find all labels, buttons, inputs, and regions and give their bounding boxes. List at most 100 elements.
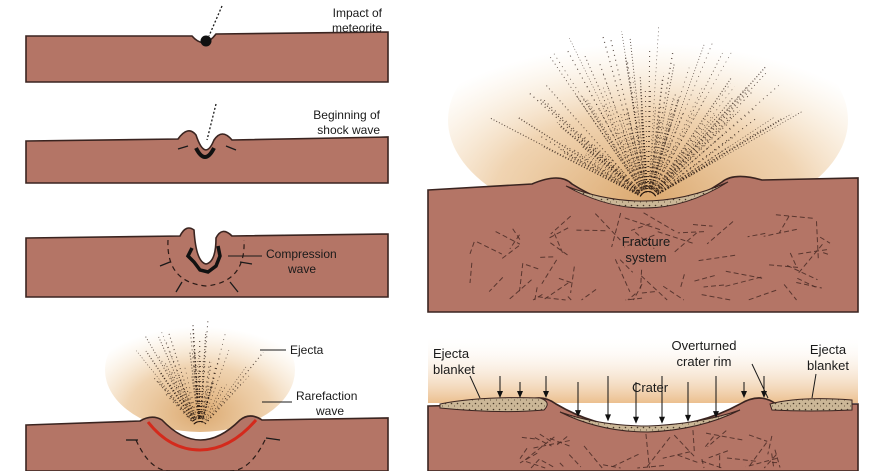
- fracture-line: [523, 436, 555, 461]
- fracture-line: [541, 460, 556, 469]
- ejecta-ray: [654, 169, 701, 197]
- fallback-arrow-head: [659, 416, 665, 424]
- label-compression-line2: wave: [287, 262, 316, 276]
- fracture-line: [558, 277, 573, 284]
- fracture-line: [538, 256, 554, 258]
- ejecta-ray: [544, 83, 644, 195]
- fracture-line: [637, 464, 664, 469]
- ejecta-ray: [591, 142, 643, 195]
- compression-front: [185, 245, 222, 274]
- fallback-arrow-head: [575, 410, 581, 418]
- ejecta-ray: [602, 35, 647, 193]
- fracture-line: [771, 453, 775, 469]
- fracture-line: [623, 234, 655, 248]
- ejecta-ray: [144, 335, 197, 424]
- ejecta-ray: [650, 67, 690, 193]
- fracture-line: [476, 241, 503, 255]
- ejecta-ray: [649, 96, 674, 193]
- label-blanket-right-line1: Ejecta: [810, 342, 847, 357]
- fracture-line: [537, 296, 566, 301]
- leader-overturned: [751, 363, 769, 399]
- ejecta-ray: [647, 90, 651, 193]
- ejecta-ray: [654, 158, 719, 197]
- ejecta-ray: [639, 75, 649, 193]
- fracture-line: [640, 269, 643, 289]
- ejecta-ray: [651, 95, 707, 194]
- fracture-line: [634, 231, 655, 249]
- fracture-line: [815, 221, 819, 259]
- fracture-line: [611, 212, 622, 248]
- ejecta-ray: [539, 98, 643, 196]
- fracture-line: [512, 228, 522, 242]
- fracture-line: [783, 284, 797, 301]
- label-compression-line1: Compression: [266, 247, 337, 261]
- fallback-arrow-head: [497, 391, 503, 398]
- ejecta-ray: [170, 376, 197, 424]
- fracture-line: [508, 279, 532, 301]
- ejecta-ray: [621, 31, 648, 193]
- fracture-line: [640, 275, 668, 301]
- ejecta-ray: [581, 145, 643, 196]
- ejecta-ray: [614, 132, 645, 193]
- fracture-line: [707, 430, 727, 448]
- label-blanket-left-line1: Ejecta: [433, 346, 470, 361]
- fracture-network: [519, 430, 781, 469]
- ejecta-ray: [200, 359, 211, 423]
- ejecta-ray: [649, 63, 675, 193]
- ejecta-ray: [648, 118, 661, 193]
- leader-blanket-left: [469, 375, 481, 399]
- label-fracture-line2: system: [625, 250, 666, 265]
- ejecta-ray: [200, 388, 205, 423]
- panel-compression-wave: Compression wave: [25, 227, 389, 298]
- ejecta-ray: [541, 97, 643, 195]
- ejecta-ray: [136, 350, 196, 424]
- label-overturned-line1: Overturned: [671, 338, 736, 353]
- ejecta-ray: [648, 78, 664, 193]
- ejecta-ray: [648, 106, 657, 193]
- fracture-line: [723, 276, 762, 288]
- fracture-line: [534, 287, 538, 301]
- panel-final-crater: Ejecta blanket Overturned crater rim Cra…: [427, 335, 859, 471]
- ejecta-ray: [145, 350, 197, 424]
- ejecta-rays: [136, 320, 264, 425]
- ejecta-ray: [572, 134, 643, 195]
- fracture-line: [549, 227, 569, 239]
- fracture-line: [576, 229, 609, 232]
- compression-arrow: [175, 281, 183, 293]
- ejecta-ray: [653, 110, 741, 195]
- ejecta-ray: [625, 112, 647, 193]
- fracture-line: [568, 454, 582, 468]
- fracture-line: [583, 445, 603, 469]
- leader-blanket-right: [811, 373, 817, 399]
- ejecta-ray: [654, 135, 736, 196]
- ejecta-ray: [581, 96, 645, 194]
- fracture-line: [778, 215, 790, 234]
- ejecta-ray: [188, 389, 199, 423]
- ejecta-ray: [653, 114, 734, 195]
- ejecta-ray: [158, 336, 198, 423]
- fallback-arrow-head: [741, 391, 747, 398]
- fracture-line: [643, 212, 675, 232]
- fracture-line: [701, 294, 731, 301]
- ejecta-ray: [490, 117, 642, 197]
- ejecta-ray: [517, 116, 642, 197]
- fracture-line: [640, 291, 655, 294]
- fracture-line: [679, 274, 685, 290]
- breccia-lining: [565, 181, 729, 209]
- outward-arrow: [265, 437, 281, 441]
- fracture-line: [703, 284, 724, 288]
- fracture-line: [495, 231, 521, 245]
- fallback-arrow-head: [713, 411, 719, 419]
- compression-arrow: [159, 261, 171, 267]
- ejecta-ray: [160, 330, 198, 423]
- fallback-arrow-head: [517, 391, 523, 398]
- fallback-arrow-head: [633, 416, 639, 424]
- fallback-arrows: [497, 376, 767, 424]
- ejecta-ray: [205, 373, 252, 425]
- label-impact-line2: meteorite: [332, 21, 382, 35]
- panel-fracture-system: Fracture system: [427, 10, 859, 313]
- label-rarefaction-line1: Rarefaction: [296, 389, 357, 403]
- fracture-line: [534, 437, 552, 447]
- fracture-line: [701, 460, 723, 469]
